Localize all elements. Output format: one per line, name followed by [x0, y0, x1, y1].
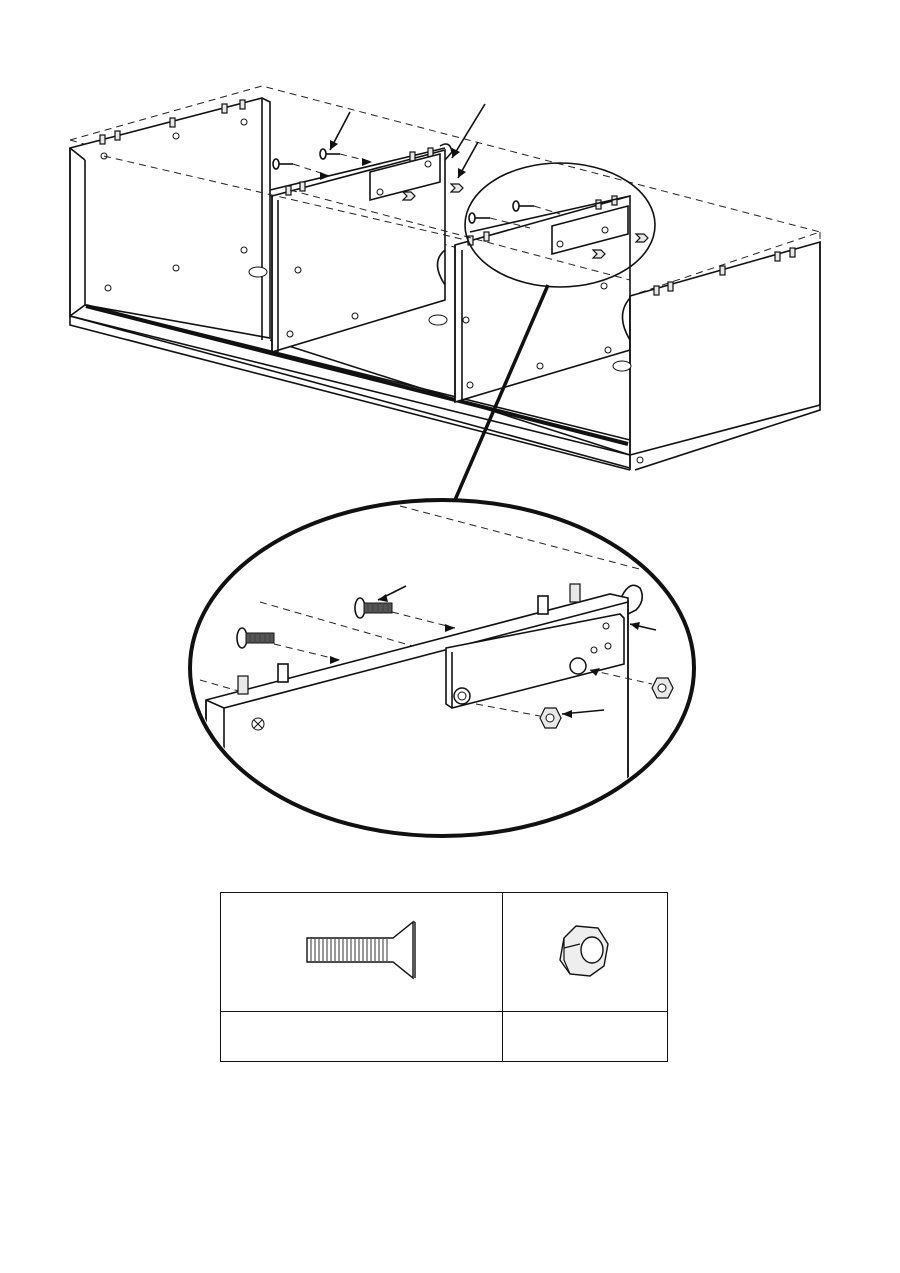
countersunk-bolt-icon: [306, 920, 417, 979]
parts-cell-bolt: [220, 892, 503, 1012]
parts-images-row: [220, 892, 669, 1012]
nut-quantity-cell: [501, 1011, 669, 1062]
parts-table: [220, 892, 669, 1062]
bracket-detail-circle: [188, 498, 696, 838]
parts-labels-row: [220, 1011, 669, 1062]
bolt-left: [236, 627, 341, 664]
bolt-quantity-cell: [220, 1011, 503, 1062]
hex-nut-icon: [559, 924, 609, 977]
cabinet-assembly: [69, 85, 822, 501]
bolt-right: [354, 597, 456, 632]
parts-cell-nut: [501, 892, 669, 1012]
